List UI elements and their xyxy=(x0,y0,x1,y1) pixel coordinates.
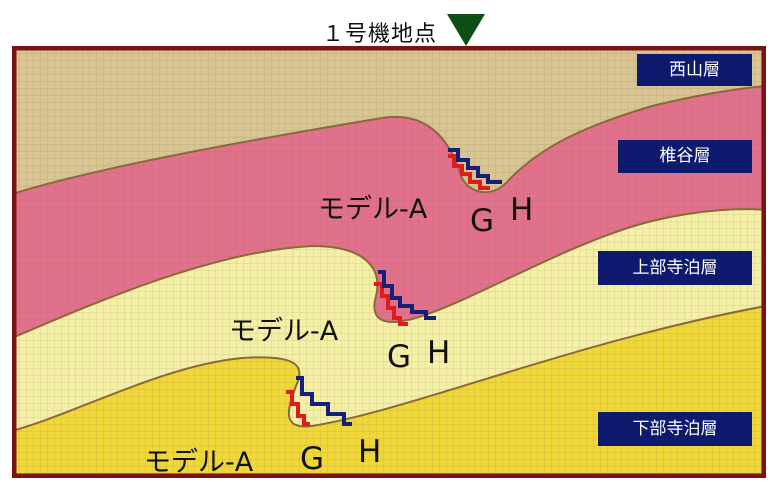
layer-label-nishiyama: 西山層 xyxy=(637,54,752,86)
cross-section: 西山層 椎谷層 上部寺泊層 下部寺泊層 モデル-A G H モデル-A G H … xyxy=(11,45,767,479)
model-1-label: モデル-A xyxy=(318,194,428,225)
model-3-h-line xyxy=(296,376,352,426)
model-1-g-label: G xyxy=(470,203,495,239)
model-2-h-line xyxy=(378,270,436,320)
model-2-label: モデル-A xyxy=(229,316,339,347)
model-1-h-label: H xyxy=(510,192,534,228)
model-3-h-label: H xyxy=(358,434,382,470)
model-2-h-label: H xyxy=(427,335,451,371)
model-3-g-line xyxy=(286,390,310,426)
layer-label-kamidera: 上部寺泊層 xyxy=(598,251,752,285)
layer-label-shiiya: 椎谷層 xyxy=(618,140,752,173)
layer-label-shimodera: 下部寺泊層 xyxy=(598,412,752,446)
down-triangle-marker-icon xyxy=(447,14,485,46)
model-1-h-line xyxy=(448,148,502,184)
location-label: １号機地点 xyxy=(322,22,438,47)
section-frame xyxy=(11,45,767,479)
model-1-g-line xyxy=(448,154,490,190)
model-2-g-line xyxy=(374,282,408,326)
model-3-g-label: G xyxy=(300,441,325,477)
model-3-label: モデル-A xyxy=(144,447,254,478)
model-2-g-label: G xyxy=(387,339,412,375)
location-header: １号機地点 xyxy=(0,14,770,47)
